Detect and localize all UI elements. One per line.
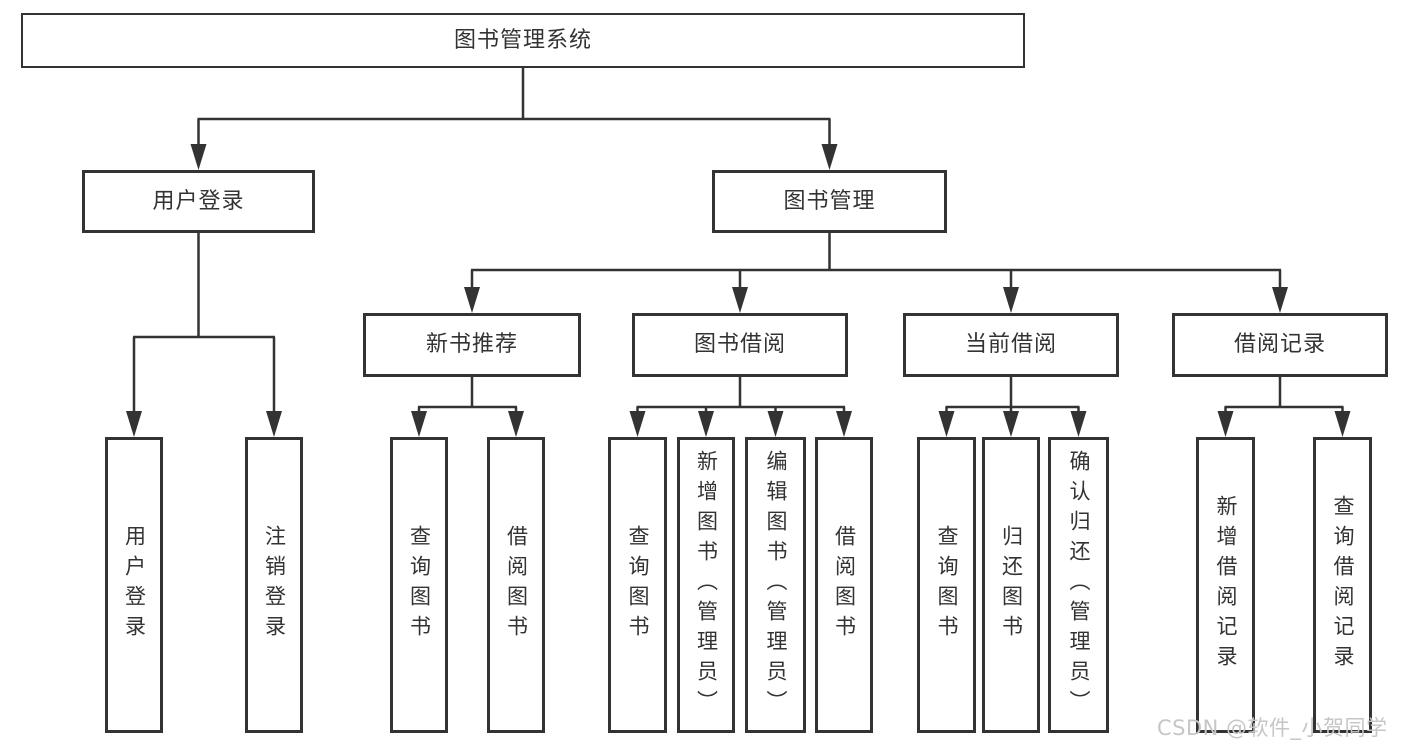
leaf-bb-add-books: 新增图书（管理员） xyxy=(677,437,735,733)
leaf-nbr-query-books: 查询图书 xyxy=(390,437,448,733)
connector-book-mgmt-children xyxy=(464,233,1288,313)
leaf-cb-confirm-return: 确认归还（管理员） xyxy=(1048,437,1109,733)
connector-borrow-record-children xyxy=(1217,377,1351,437)
node-book-borrow-label: 图书借阅 xyxy=(693,332,786,357)
leaf-bb-borrow-books: 借阅图书 xyxy=(815,437,873,733)
node-new-book-rec-label: 新书推荐 xyxy=(425,332,518,357)
leaf-logout-label: 注销登录 xyxy=(262,525,287,645)
leaf-br-add-record: 新增借阅记录 xyxy=(1196,437,1255,733)
leaf-cb-query-books-label: 查询图书 xyxy=(935,525,959,645)
node-book-borrow: 图书借阅 xyxy=(632,313,848,377)
connector-root-to-level2 xyxy=(190,68,838,170)
node-user-login: 用户登录 xyxy=(82,170,315,233)
connector-new-book-rec-children xyxy=(411,377,524,437)
leaf-user-login: 用户登录 xyxy=(105,437,163,733)
leaf-cb-return-books-label: 归还图书 xyxy=(999,525,1024,645)
leaf-bb-add-books-label: 新增图书（管理员） xyxy=(694,450,719,720)
leaf-nbr-borrow-books: 借阅图书 xyxy=(487,437,545,733)
node-current-borrow: 当前借阅 xyxy=(903,313,1119,377)
leaf-cb-confirm-return-label: 确认归还（管理员） xyxy=(1067,450,1091,720)
node-current-borrow-label: 当前借阅 xyxy=(964,332,1057,357)
leaf-bb-edit-books-label: 编辑图书（管理员） xyxy=(764,450,788,720)
leaf-user-login-label: 用户登录 xyxy=(122,525,147,645)
node-book-mgmt-label: 图书管理 xyxy=(783,188,876,214)
leaf-nbr-query-books-label: 查询图书 xyxy=(407,525,432,645)
leaf-cb-return-books: 归还图书 xyxy=(982,437,1040,733)
leaf-br-query-record-label: 查询借阅记录 xyxy=(1331,495,1355,675)
node-book-mgmt: 图书管理 xyxy=(712,170,947,233)
connector-book-borrow-children xyxy=(629,377,852,437)
connector-user-login-children xyxy=(126,233,282,437)
node-root-label: 图书管理系统 xyxy=(453,27,592,53)
leaf-br-query-record: 查询借阅记录 xyxy=(1313,437,1372,733)
node-user-login-label: 用户登录 xyxy=(152,188,245,214)
leaf-cb-query-books: 查询图书 xyxy=(917,437,976,733)
leaf-bb-query-books: 查询图书 xyxy=(608,437,667,733)
leaf-nbr-borrow-books-label: 借阅图书 xyxy=(504,525,529,645)
leaf-br-add-record-label: 新增借阅记录 xyxy=(1214,495,1238,675)
leaf-bb-query-books-label: 查询图书 xyxy=(626,525,650,645)
leaf-logout: 注销登录 xyxy=(245,437,303,733)
node-new-book-rec: 新书推荐 xyxy=(363,313,581,377)
node-borrow-record: 借阅记录 xyxy=(1172,313,1388,377)
csdn-watermark: CSDN @软件_小贺同学 xyxy=(1157,716,1388,740)
node-root: 图书管理系统 xyxy=(21,13,1025,68)
leaf-bb-edit-books: 编辑图书（管理员） xyxy=(745,437,806,733)
node-borrow-record-label: 借阅记录 xyxy=(1233,332,1326,357)
leaf-bb-borrow-books-label: 借阅图书 xyxy=(832,525,857,645)
connector-current-borrow-children xyxy=(938,377,1087,437)
